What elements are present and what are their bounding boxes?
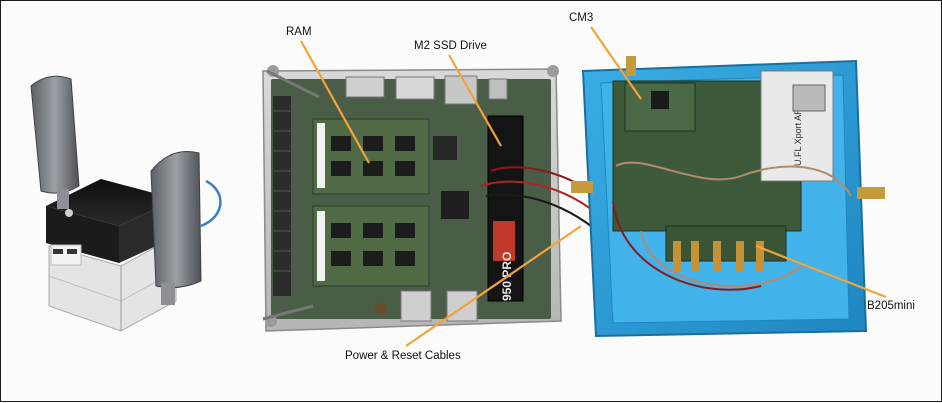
ram-pointer-line <box>300 40 370 164</box>
b205-label: B205mini <box>867 300 915 312</box>
m2-ssd: 950 PRO <box>487 115 524 302</box>
ssd-label: M2 SSD Drive <box>414 40 487 52</box>
b205-pointer-line <box>755 244 887 299</box>
cm3-label: CM3 <box>569 12 594 24</box>
ssd-pointer-line <box>448 54 502 147</box>
power-reset-pointer-line <box>405 225 582 347</box>
blue-enclosure: U.FL Xport AR <box>571 56 885 338</box>
power-reset-label: Power & Reset Cables <box>345 350 461 362</box>
ram-modules <box>312 118 430 287</box>
ram-label: RAM <box>286 26 312 38</box>
annotation-lines <box>300 26 887 347</box>
xport-label-text: U.FL Xport AR <box>793 108 803 166</box>
nuc-chassis: 950 PRO <box>262 65 562 332</box>
assembled-device <box>30 75 222 332</box>
cm3-pointer-line <box>590 26 642 100</box>
